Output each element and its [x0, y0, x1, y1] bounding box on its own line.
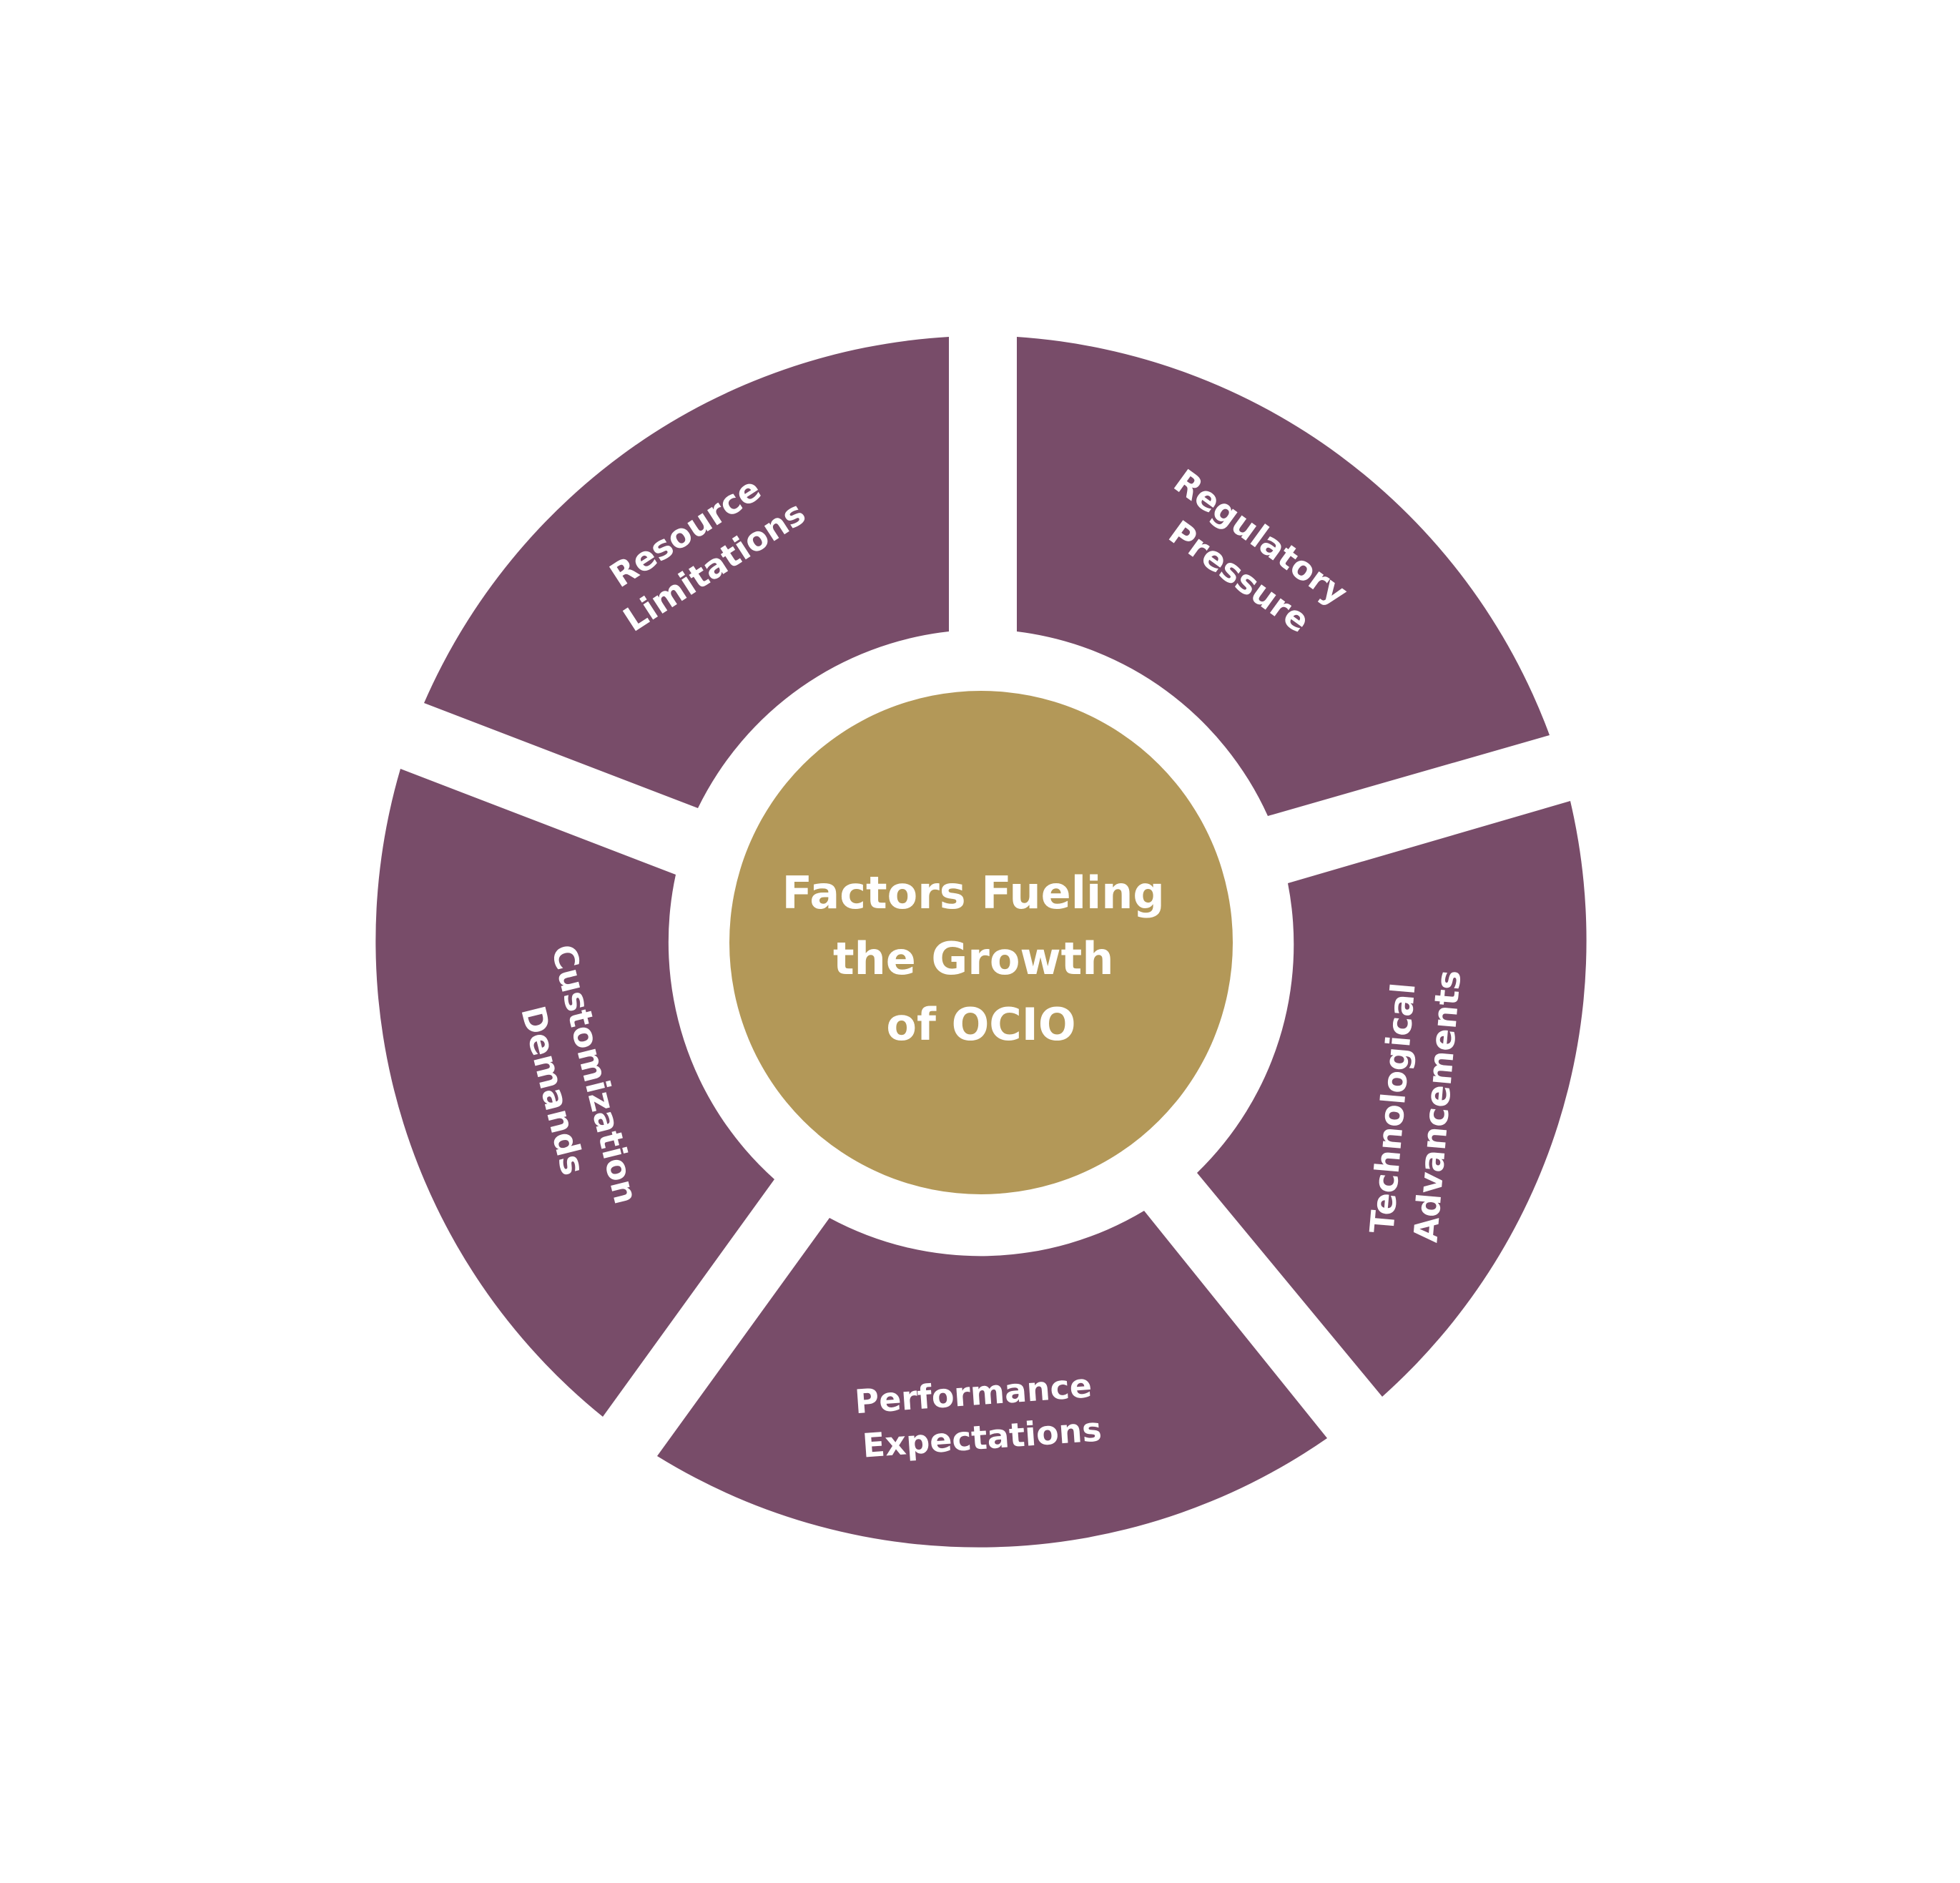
segment-shape: [1017, 337, 1550, 816]
segment-shape: [424, 337, 949, 808]
segment-shape: [657, 1211, 1327, 1548]
segment-resource-limitations: Resource Limitations: [424, 337, 949, 808]
segment-technological-advancements: Technological Advancements: [1197, 801, 1587, 1397]
segment-performance-expectations: Performance Expectations: [657, 1211, 1327, 1548]
center-circle: [729, 691, 1233, 1194]
segment-shape: [1197, 801, 1587, 1397]
center-title-line-2: the Growth: [833, 933, 1114, 985]
segment-shape: [375, 769, 774, 1417]
segment-customization-demands: Customization Demands: [375, 769, 774, 1417]
center-hub: Factors Fueling the Growth of OCIO: [729, 691, 1233, 1194]
center-title-line-1: Factors Fueling: [782, 867, 1165, 919]
center-title-line-3: of OCIO: [886, 998, 1075, 1051]
segment-regulatory-pressure: Regulatory Pressure: [1017, 337, 1550, 816]
center-title: Factors Fueling the Growth of OCIO: [782, 867, 1181, 1051]
